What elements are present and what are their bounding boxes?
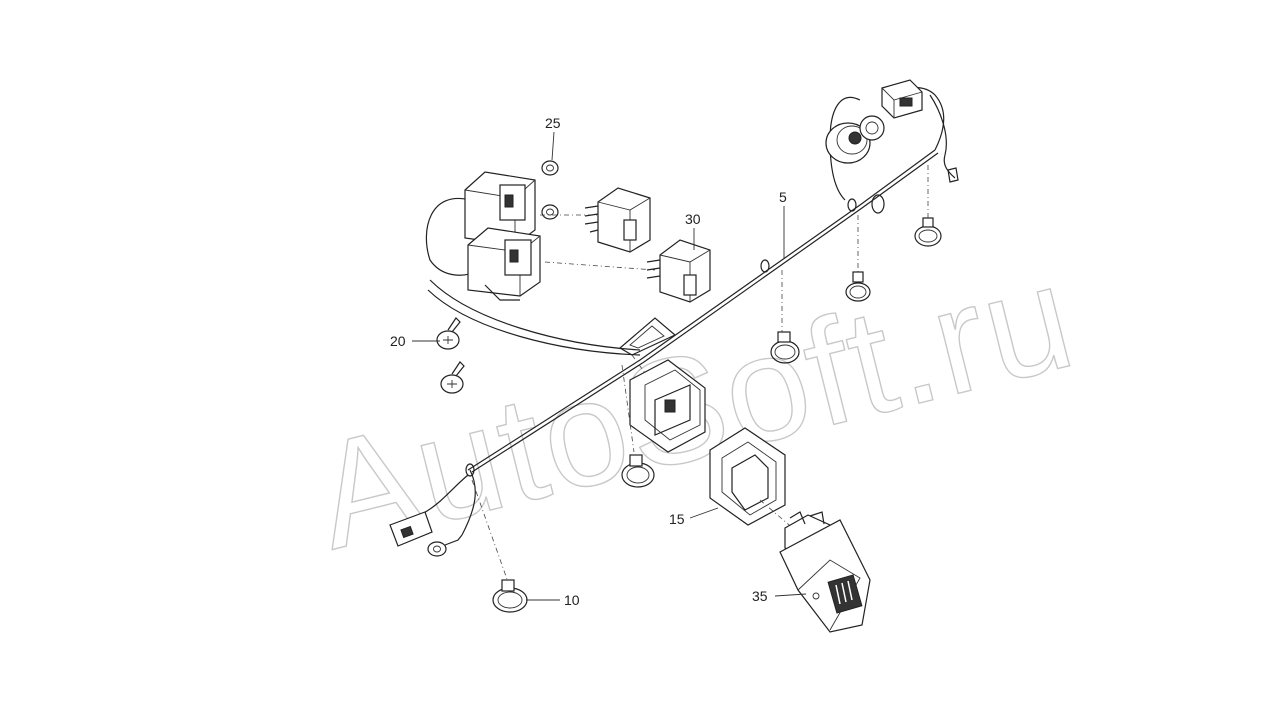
washer-25-upper <box>541 160 559 176</box>
cable-clamp-right-1 <box>845 215 871 302</box>
cable-clamp-right-2 <box>914 165 942 247</box>
motor-connector-assembly <box>825 79 959 201</box>
ground-connector <box>389 469 476 557</box>
callout-15: 15 <box>669 511 685 527</box>
callout-labels: 25 30 5 20 15 10 35 <box>390 115 787 608</box>
rocker-switch-35 <box>759 499 871 633</box>
leader-lines <box>412 131 807 601</box>
relay-30-lower <box>544 239 711 303</box>
cable-clamp-5 <box>770 270 800 364</box>
main-harness-cable <box>425 149 939 477</box>
callout-35: 35 <box>752 588 768 604</box>
callout-25: 25 <box>545 115 561 131</box>
callout-10: 10 <box>564 592 580 608</box>
washer-25-lower <box>541 204 559 220</box>
cable-ring-right <box>871 194 885 214</box>
callout-5: 5 <box>779 189 787 205</box>
callout-30: 30 <box>685 211 701 227</box>
screw-20-upper <box>436 317 461 350</box>
callout-20: 20 <box>390 333 406 349</box>
relay-bracket <box>464 171 541 301</box>
cable-clamp-middle <box>621 364 655 488</box>
screw-20-lower <box>440 361 465 394</box>
relay-30-upper <box>540 187 651 253</box>
switch-frame-15 <box>709 427 786 526</box>
